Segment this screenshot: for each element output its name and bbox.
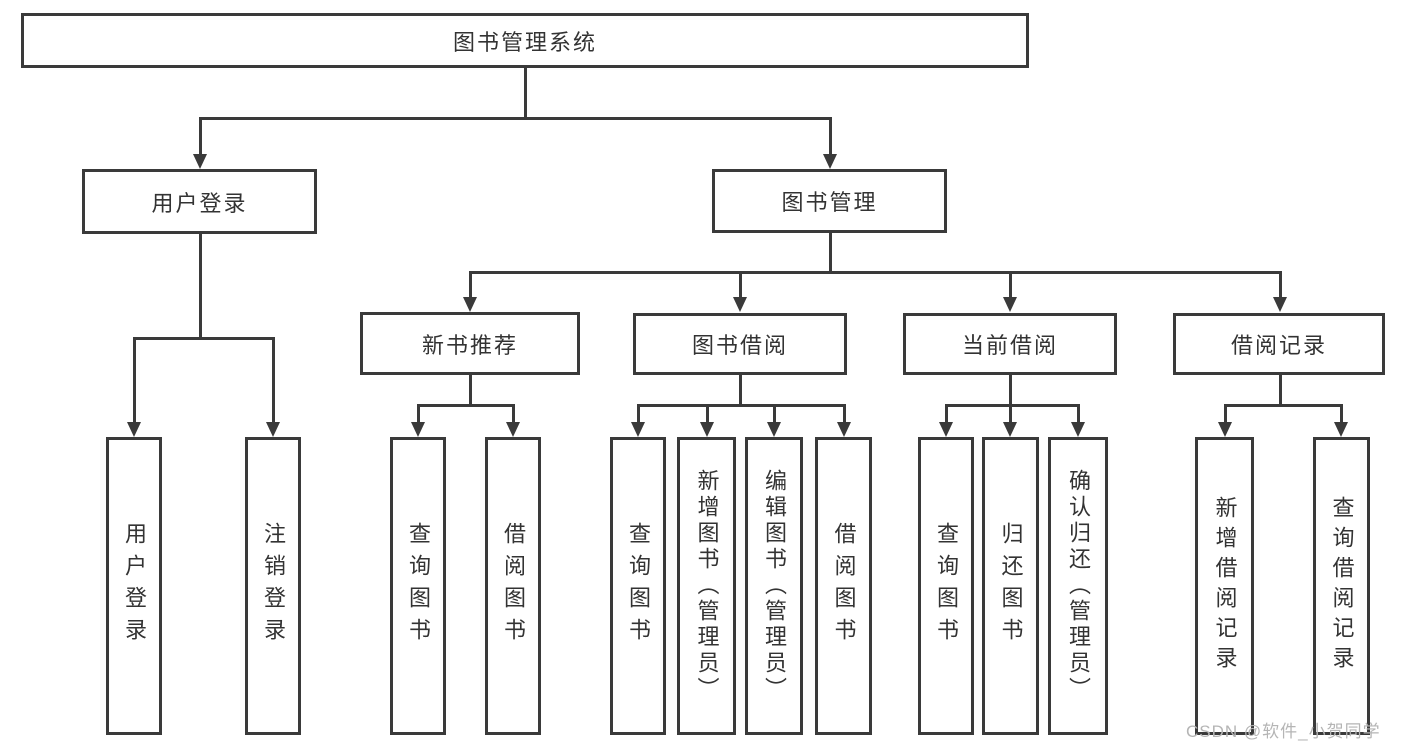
node-label: 注销登录 — [261, 522, 286, 650]
leaf-return-book: 归还图书 — [982, 437, 1039, 735]
connector-level3-drop — [1279, 271, 1282, 299]
node-label: 查询图书 — [934, 522, 959, 650]
connector-stem — [1009, 374, 1012, 407]
arrowhead-down-icon — [733, 297, 747, 312]
node-current-borrowing: 当前借阅 — [903, 313, 1117, 375]
connector-user-login-drop — [199, 117, 202, 157]
node-label: 借阅图书 — [501, 522, 526, 650]
leaf-add-borrow-record: 新增借阅记录 — [1195, 437, 1254, 735]
node-label: 借阅图书 — [831, 522, 857, 650]
connector-leaf-drop — [945, 404, 948, 423]
node-borrowing-records: 借阅记录 — [1173, 313, 1385, 375]
node-book-management: 图书管理 — [712, 169, 947, 233]
arrowhead-down-icon — [1218, 422, 1232, 437]
leaf-edit-book-admin: 编辑图书（管理员） — [745, 437, 803, 735]
node-label: 编辑图书（管理员） — [762, 469, 787, 703]
node-label: 新增借阅记录 — [1212, 496, 1238, 676]
connector-user-login-stem — [199, 233, 202, 338]
connector-leaf-drop — [637, 404, 640, 423]
arrowhead-down-icon — [939, 422, 953, 437]
node-label: 新增图书（管理员） — [694, 469, 720, 703]
connector-leaf-drop — [512, 404, 515, 423]
arrowhead-down-icon — [1071, 422, 1085, 437]
connector-book-mgmt-stem — [829, 232, 832, 274]
connector-bus — [1224, 404, 1343, 407]
connector-leaf-drop — [773, 404, 776, 423]
node-label: 借阅记录 — [1230, 333, 1327, 358]
connector-user-login-bus — [133, 337, 275, 340]
node-book-borrowing: 图书借阅 — [633, 313, 847, 375]
node-label: 当前借阅 — [961, 333, 1058, 358]
node-label: 用户登录 — [122, 522, 147, 650]
connector-bus — [945, 404, 1080, 407]
arrowhead-down-icon — [631, 422, 645, 437]
arrowhead-down-icon — [463, 297, 477, 312]
node-label: 新书推荐 — [421, 332, 518, 358]
connector-level3-drop — [1009, 271, 1012, 299]
node-library-management-system: 图书管理系统 — [21, 13, 1029, 68]
leaf-query-books-3: 查询图书 — [918, 437, 974, 735]
leaf-borrow-books-2: 借阅图书 — [815, 437, 872, 735]
arrowhead-down-icon — [823, 154, 837, 169]
node-label: 确认归还（管理员） — [1066, 469, 1091, 703]
connector-level2-bus — [199, 117, 832, 120]
connector-leaf-drop — [1009, 404, 1012, 423]
connector-leaf-drop — [133, 337, 136, 424]
leaf-borrow-books-1: 借阅图书 — [485, 437, 541, 735]
node-label: 查询图书 — [406, 522, 431, 650]
arrowhead-down-icon — [127, 422, 141, 437]
connector-book-mgmt-drop — [829, 117, 832, 157]
arrowhead-down-icon — [506, 422, 520, 437]
connector-leaf-drop — [1340, 404, 1343, 423]
connector-leaf-drop — [706, 404, 709, 423]
arrowhead-down-icon — [767, 422, 781, 437]
connector-stem — [1279, 374, 1282, 407]
connector-root-stem — [524, 66, 527, 118]
connector-leaf-drop — [417, 404, 420, 423]
connector-stem — [739, 374, 742, 407]
arrowhead-down-icon — [1003, 422, 1017, 437]
connector-leaf-drop — [843, 404, 846, 423]
connector-level3-drop — [739, 271, 742, 299]
arrowhead-down-icon — [1003, 297, 1017, 312]
node-label: 用户登录 — [151, 190, 248, 216]
connector-level3-bus — [469, 271, 1282, 274]
node-label: 图书管理 — [781, 190, 878, 215]
watermark: CSDN @软件_小贺同学 — [1186, 722, 1381, 741]
arrowhead-down-icon — [1334, 422, 1348, 437]
leaf-confirm-return-admin: 确认归还（管理员） — [1048, 437, 1108, 735]
connector-leaf-drop — [1077, 404, 1080, 423]
node-label: 归还图书 — [998, 522, 1024, 650]
node-label: 查询图书 — [626, 522, 651, 650]
leaf-logout: 注销登录 — [245, 437, 301, 735]
node-label: 图书借阅 — [691, 333, 788, 358]
node-new-book-recommendation: 新书推荐 — [360, 312, 580, 375]
node-label: 图书管理系统 — [452, 29, 597, 55]
leaf-query-books-1: 查询图书 — [390, 437, 446, 735]
connector-level3-drop — [469, 271, 472, 299]
leaf-user-login: 用户登录 — [106, 437, 162, 735]
leaf-query-borrow-record: 查询借阅记录 — [1313, 437, 1370, 735]
arrowhead-down-icon — [837, 422, 851, 437]
leaf-add-book-admin: 新增图书（管理员） — [677, 437, 736, 735]
node-user-login: 用户登录 — [82, 169, 317, 234]
leaf-query-books-2: 查询图书 — [610, 437, 666, 735]
connector-stem — [469, 374, 472, 407]
connector-bus — [417, 404, 515, 407]
arrowhead-down-icon — [700, 422, 714, 437]
connector-bus — [637, 404, 846, 407]
connector-leaf-drop — [1224, 404, 1227, 423]
node-label: 查询借阅记录 — [1329, 496, 1355, 676]
arrowhead-down-icon — [266, 422, 280, 437]
arrowhead-down-icon — [1273, 297, 1287, 312]
arrowhead-down-icon — [411, 422, 425, 437]
connector-leaf-drop — [272, 337, 275, 424]
arrowhead-down-icon — [193, 154, 207, 169]
